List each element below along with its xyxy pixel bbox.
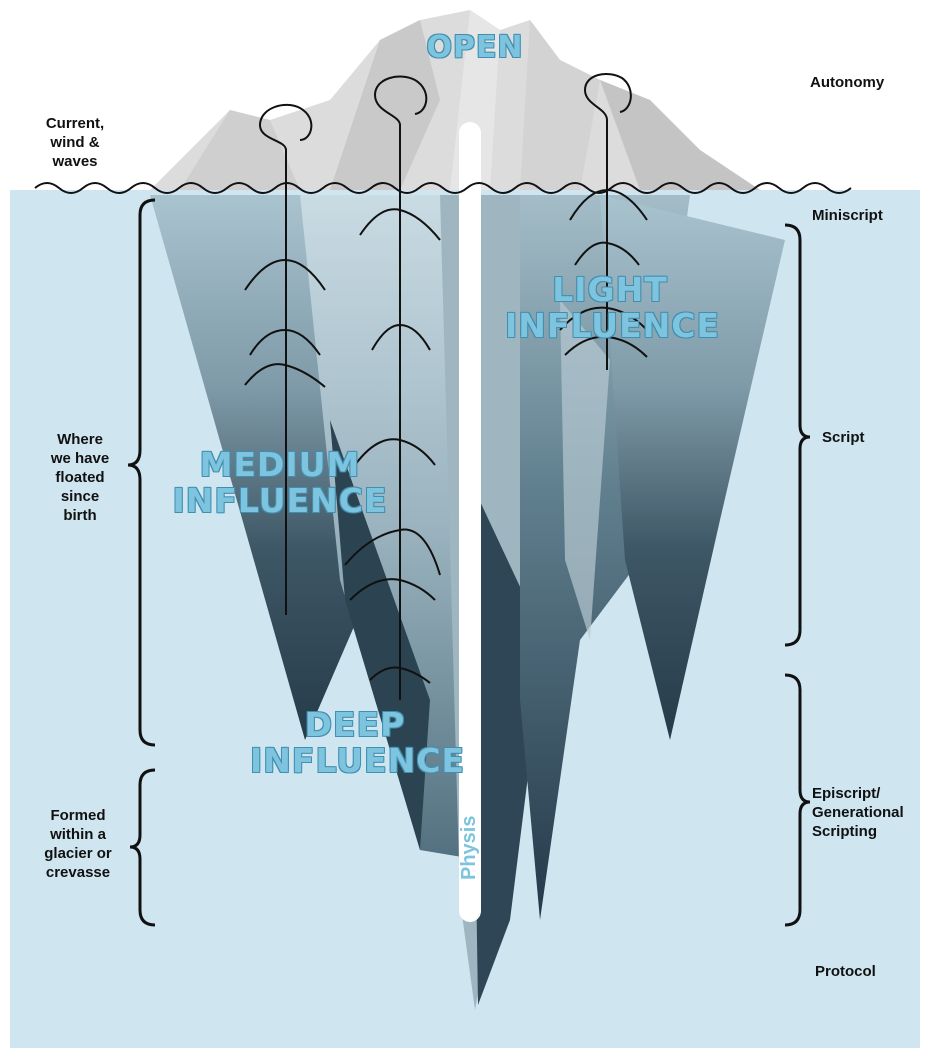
physis-label: Physis [458, 816, 481, 880]
label-formed-within-glacier: Formed within a glacier or crevasse [28, 806, 128, 882]
label-episcript: Episcript/ Generational Scripting [812, 784, 904, 841]
medium-influence-label: MEDIUM INFLUENCE [170, 447, 390, 519]
label-autonomy: Autonomy [810, 73, 884, 92]
label-protocol: Protocol [815, 962, 876, 981]
label-script: Script [822, 428, 865, 447]
open-title: OPEN [410, 30, 540, 66]
light-influence-label: LIGHT INFLUENCE [505, 272, 715, 344]
label-miniscript: Miniscript [812, 206, 883, 225]
deep-influence-label: DEEP INFLUENCE [250, 707, 460, 779]
label-current-wind-waves: Current, wind & waves [30, 114, 120, 171]
physis-pillar [459, 122, 481, 922]
label-where-floated: Where we have floated since birth [35, 430, 125, 525]
